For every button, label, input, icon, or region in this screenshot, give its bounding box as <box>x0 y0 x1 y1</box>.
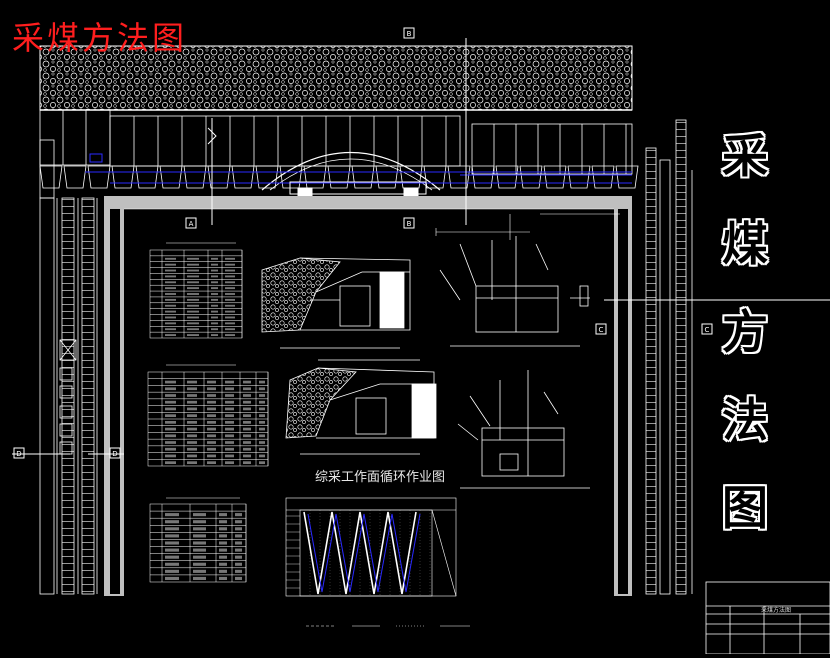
label-b-bottom: B <box>407 220 412 228</box>
cross-section-1 <box>261 257 411 349</box>
cross-section-2 <box>285 359 437 455</box>
roadway-section-b <box>439 236 590 347</box>
label-c-right: C <box>705 326 710 334</box>
cycle-chart-caption: 综采工作面循环作业图 <box>314 470 445 485</box>
section-markers <box>13 27 713 459</box>
shearer <box>289 181 427 197</box>
drawing-title: 采煤方法图 <box>12 19 188 57</box>
cycle-chart <box>285 497 457 597</box>
side-title-char: 采 <box>722 129 768 183</box>
data-tables <box>147 242 269 583</box>
side-title-char: 法 <box>722 393 768 447</box>
side-title: 采 煤 方 法 图 <box>706 112 784 552</box>
label-b-top: B <box>407 30 412 38</box>
left-roadways <box>12 139 124 595</box>
label-d-left: D <box>16 450 21 458</box>
label-c-left: C <box>599 326 604 334</box>
right-roadways <box>604 119 830 595</box>
blue-cable-lines <box>85 153 632 184</box>
label-a: A <box>189 220 194 228</box>
dimension-lines <box>435 213 620 240</box>
side-title-char: 图 <box>722 481 768 535</box>
side-title-char: 煤 <box>722 217 768 271</box>
side-title-char: 方 <box>722 305 768 359</box>
label-d-right: D <box>112 450 117 458</box>
section-marker-labels: A B B C C D D <box>16 30 709 458</box>
roof-rock-band <box>39 45 633 111</box>
face-roadway-frame <box>104 196 632 596</box>
conveyor-pans <box>39 165 639 189</box>
hydraulic-supports-row <box>39 109 633 191</box>
title-block-drawing-name: 采煤方法图 <box>761 606 791 614</box>
title-block <box>705 581 830 655</box>
roadway-section-d <box>457 370 590 489</box>
